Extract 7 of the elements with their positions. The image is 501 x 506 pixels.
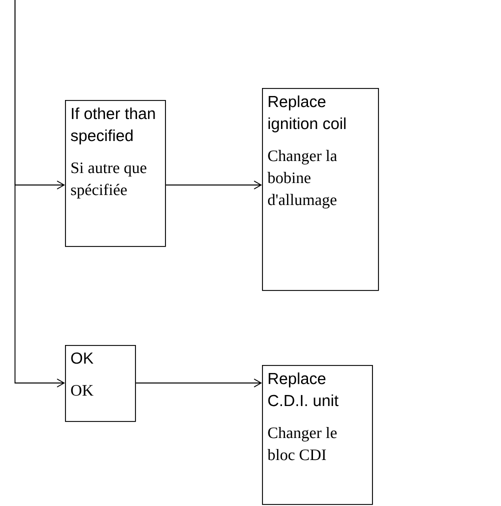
arrow [165, 180, 262, 190]
arrow [14, 0, 65, 388]
arrow [135, 378, 262, 388]
process-box: Replace C.D.I. unit Changer le bloc CDI [262, 365, 373, 505]
process-box: Replace ignition coil Changer la bobine d'allumage [262, 88, 379, 291]
process-box: OK OK [65, 345, 136, 422]
process-box: If other than specified Si autre que spécifiée [65, 100, 166, 247]
